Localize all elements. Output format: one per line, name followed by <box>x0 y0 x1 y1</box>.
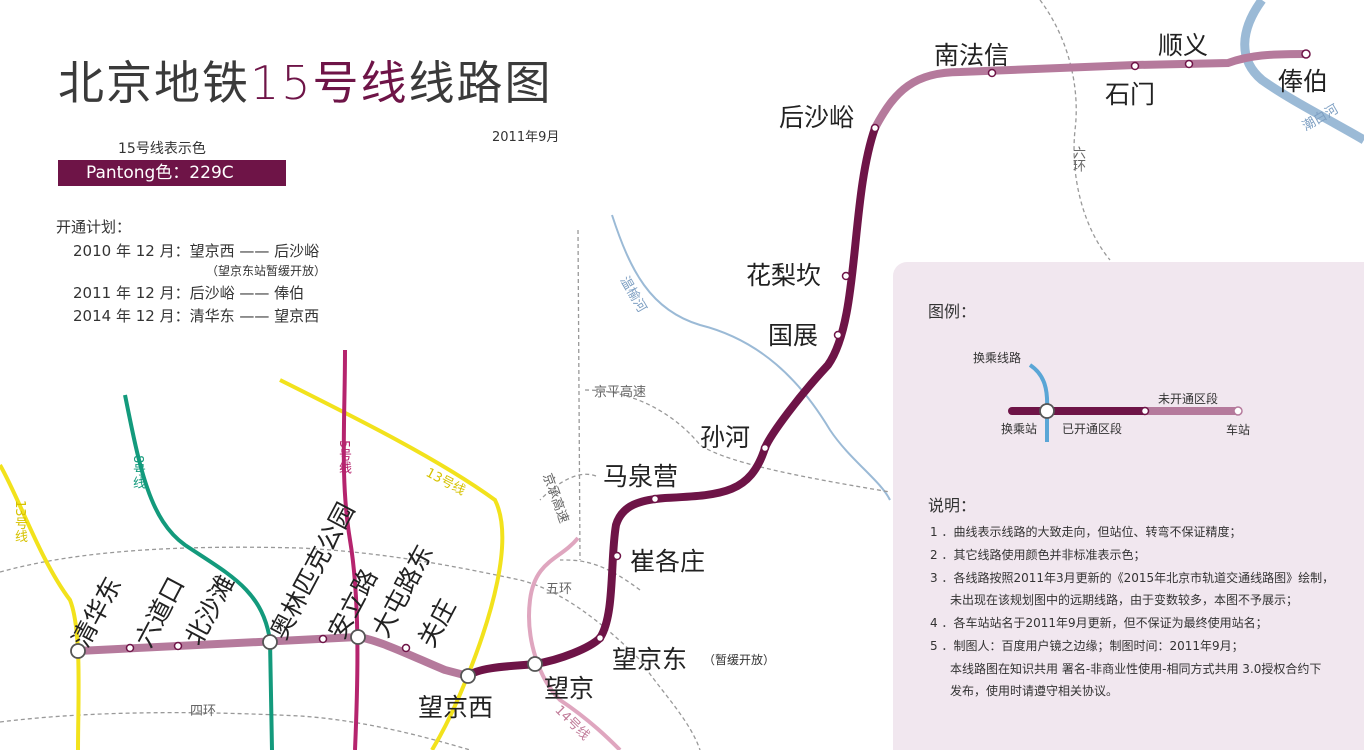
station-dot-nanfaxin <box>987 68 997 78</box>
note-item: 5 ．制图人：百度用户镜之边缘；制图时间：2011年9月； <box>930 639 1244 653</box>
legend-transfer-line-label: 换乘线路 <box>973 351 1022 365</box>
station-dot-guozhan <box>833 330 843 340</box>
line13-west <box>0 464 81 750</box>
station-guozhan: 国展 <box>768 321 819 350</box>
note-item: 1 ．曲线表示线路的大致走向，但站位、转弯不保证精度； <box>930 525 1242 539</box>
note-item: 4 ．各车站站名于2011年9月更新，但不保证为最终使用站名； <box>930 616 1268 630</box>
wenyu-river <box>611 214 891 501</box>
station-dot-liudaokou <box>125 643 135 653</box>
map-date: 2011年9月 <box>492 130 560 145</box>
station-hualikan: 花梨坎 <box>746 261 822 290</box>
color-swatch: Pantong色：229C <box>58 160 286 186</box>
station-nanfaxin: 南法信 <box>934 41 1010 70</box>
plan-title: 开通计划： <box>56 218 132 236</box>
legend-title: 图例： <box>928 302 977 321</box>
line13-west-label: 13号线 <box>12 500 27 543</box>
legend-end-station <box>1233 406 1243 416</box>
line15-east-unopened <box>871 50 1310 132</box>
legend-panel <box>893 262 1364 750</box>
station-dot-anlilu <box>318 634 328 644</box>
legend-transfer-station-label: 换乘站 <box>1001 422 1038 436</box>
legend-open-label: 已开通区段 <box>1062 422 1123 436</box>
jingping-road <box>577 229 581 561</box>
line8 <box>123 394 274 750</box>
chaobai-river <box>1240 0 1364 144</box>
transfer-aolinpike <box>262 634 278 650</box>
station-dot-hualikan <box>841 271 851 281</box>
liuhuan-label: 六环 <box>1070 146 1085 172</box>
line13-east <box>279 378 505 750</box>
station-wangjing: 望京 <box>544 674 595 703</box>
jingping-label: 京平高速 <box>594 385 647 400</box>
transfer-qinghuadong <box>70 643 86 659</box>
legend-unopened-label: 未开通区段 <box>1158 392 1219 406</box>
note-item: 2 ．其它线路使用颜色并非标准表示色； <box>930 548 1146 562</box>
title-highlight: 15号线 <box>250 56 409 110</box>
station-dot-houshayu <box>870 123 880 133</box>
title-post: 线路图 <box>408 56 553 110</box>
station-dot-cuigezhuang <box>612 551 622 561</box>
transfer-wangjing <box>527 656 543 672</box>
station-dot-shunyi <box>1184 59 1194 69</box>
plan-row: 2011 年 12 月：后沙峪 —— 俸伯 <box>73 284 305 302</box>
station-dot-maquanying <box>650 494 660 504</box>
station-dot-sunhe <box>760 443 770 453</box>
legend-station-label: 车站 <box>1226 423 1251 437</box>
line5 <box>341 349 360 750</box>
sihuan-road <box>0 711 471 750</box>
station-dot-fengbo <box>1301 49 1311 59</box>
plan-note: （望京东站暂缓开放） <box>206 264 327 278</box>
wuhuan-road <box>0 546 701 750</box>
station-houshayu: 后沙峪 <box>779 103 855 132</box>
station-wangjingxi: 望京西 <box>418 693 494 722</box>
station-wangjingdong: 望京东 <box>612 645 688 674</box>
legend-diagram <box>1008 363 1243 442</box>
line15-open <box>464 124 879 680</box>
station-maquanying: 马泉营 <box>603 462 679 491</box>
swatch-label: 15号线表示色 <box>118 141 206 157</box>
transfer-datunludong <box>350 629 366 645</box>
station-shunyi: 顺义 <box>1158 31 1209 60</box>
station-shimen: 石门 <box>1105 80 1156 109</box>
station-dot-wangjingdong <box>595 633 605 643</box>
transfer-wangjingxi <box>460 668 476 684</box>
legend-station-dot <box>1140 406 1150 416</box>
station-dot-shimen <box>1130 61 1140 71</box>
note-item: 本线路图在知识共用 署名-非商业性使用-相同方式共用 3.0授权合约下 <box>950 662 1322 676</box>
plan-row: 2010 年 12 月：望京西 —— 后沙峪 <box>73 242 320 260</box>
notes-title: 说明： <box>928 496 977 515</box>
sihuan-label: 四环 <box>190 704 217 719</box>
station-dot-guanzhuang <box>401 643 411 653</box>
jingcheng-road <box>539 473 641 591</box>
station-cuigezhuang: 崔各庄 <box>630 547 706 576</box>
station-sunhe: 孙河 <box>700 423 751 452</box>
note-item: 未出现在该规划图中的远期线路，由于变数较多，本图不予展示； <box>950 593 1299 607</box>
jingping-east-road <box>584 389 891 493</box>
station-dot-beishatan <box>173 641 183 651</box>
line5-label: 5号线 <box>336 440 351 475</box>
note-item: 3 ．各线路按照2011年3月更新的《2015年北京市轨道交通线路图》绘制， <box>930 571 1335 585</box>
station-wangjingdong-note: （暂缓开放） <box>703 653 776 667</box>
liuhuan-road <box>1039 0 1111 261</box>
note-item: 发布，使用时请遵守相关协议。 <box>950 684 1119 698</box>
line8-label: 8号线 <box>130 455 145 490</box>
wuhuan-label: 五环 <box>546 582 573 597</box>
legend-transfer-station <box>1039 403 1055 419</box>
line14 <box>527 536 622 750</box>
page-title: 北京地铁15号线线路图 <box>58 56 553 110</box>
plan-row: 2014 年 12 月：清华东 —— 望京西 <box>73 307 320 325</box>
station-fengbo: 俸伯 <box>1278 67 1329 96</box>
